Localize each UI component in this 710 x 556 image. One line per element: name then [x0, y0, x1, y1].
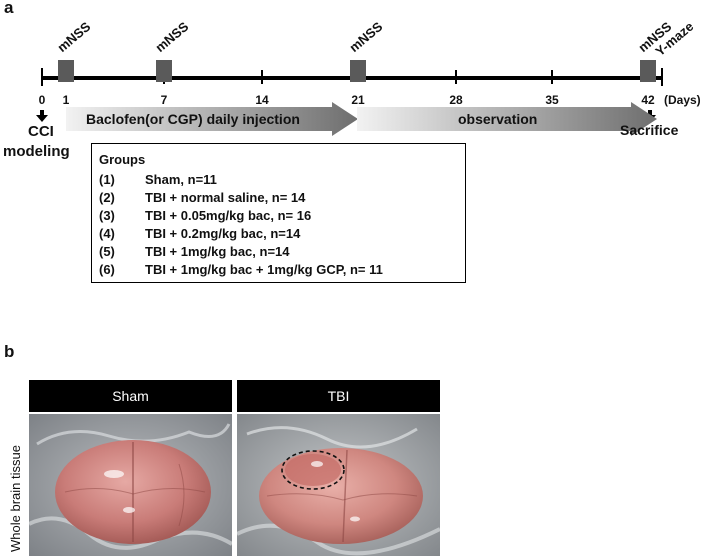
tick-35 [551, 70, 553, 84]
tick-label-35: 35 [545, 93, 559, 107]
group-item: (4) TBI + 0.2mg/kg bac, n=14 [99, 225, 383, 243]
injection-label: Baclofen(or CGP) daily injection [86, 111, 300, 127]
group-number: (5) [99, 244, 115, 259]
panel-b-label: b [4, 342, 15, 361]
group-number: (4) [99, 226, 115, 241]
group-text: TBI + 1mg/kg bac + 1mg/kg GCP, n= 11 [145, 262, 383, 277]
tick-label-42: 42 [641, 93, 655, 107]
mnss-label-day7: mNSS [152, 18, 192, 55]
group-number: (6) [99, 262, 115, 277]
timeline-start-cap [41, 68, 43, 86]
sham-brain-image [29, 414, 232, 556]
mnss-marker-day42 [640, 60, 656, 82]
timeline-end-cap [661, 68, 663, 86]
observation-label: observation [458, 111, 538, 127]
tick-label-0: 0 [38, 93, 46, 107]
tick-label-14: 14 [255, 93, 269, 107]
group-number: (2) [99, 190, 115, 205]
groups-title: Groups [99, 152, 146, 167]
observation-arrow [357, 102, 657, 136]
panel-a-label: a [4, 0, 14, 17]
days-unit-label: (Days) [664, 93, 701, 107]
tbi-brain-photo [237, 414, 440, 556]
header-sham: Sham [29, 380, 232, 412]
group-text: TBI + 0.05mg/kg bac, n= 16 [145, 208, 312, 223]
whole-brain-tissue-label: Whole brain tissue [8, 445, 23, 552]
group-item: (6) TBI + 1mg/kg bac + 1mg/kg GCP, n= 11 [99, 261, 383, 279]
sham-brain-photo [29, 414, 232, 556]
group-text: Sham, n=11 [145, 172, 217, 187]
tick-14 [261, 70, 263, 84]
mnss-marker-day21 [350, 60, 366, 82]
mnss-label-day21: mNSS [346, 18, 386, 55]
group-number: (3) [99, 208, 115, 223]
sacrifice-label: Sacrifice [620, 122, 679, 138]
group-item: (3) TBI + 0.05mg/kg bac, n= 16 [99, 207, 383, 225]
groups-list: (1) Sham, n=11 (2) TBI + normal saline, n=… [99, 171, 383, 279]
group-text: TBI + 1mg/kg bac, n=14 [145, 244, 290, 259]
tick-label-1: 1 [62, 93, 70, 107]
group-item: (5) TBI + 1mg/kg bac, n=14 [99, 243, 383, 261]
group-text: TBI + normal saline, n= 14 [145, 190, 306, 205]
group-text: TBI + 0.2mg/kg bac, n=14 [145, 226, 301, 241]
mnss-marker-day1 [58, 60, 74, 82]
group-item: (2) TBI + normal saline, n= 14 [99, 189, 383, 207]
group-number: (1) [99, 172, 115, 187]
header-tbi: TBI [237, 380, 440, 412]
cci-down-arrow-icon [36, 110, 48, 122]
cci-label: CCI [28, 123, 54, 140]
injection-arrow [66, 102, 358, 136]
tick-label-7: 7 [160, 93, 168, 107]
tick-label-21: 21 [351, 93, 365, 107]
tick-28 [455, 70, 457, 84]
injury-site-dashed-circle [281, 450, 345, 490]
groups-box: Groups (1) Sham, n=11 (2) TBI + normal sal… [91, 143, 466, 283]
tick-label-28: 28 [449, 93, 463, 107]
tbi-brain-image [237, 414, 440, 556]
mnss-marker-day7 [156, 60, 172, 82]
group-item: (1) Sham, n=11 [99, 171, 383, 189]
mnss-label-day1: mNSS [54, 18, 94, 55]
cci-modeling-label: modeling [3, 143, 70, 160]
